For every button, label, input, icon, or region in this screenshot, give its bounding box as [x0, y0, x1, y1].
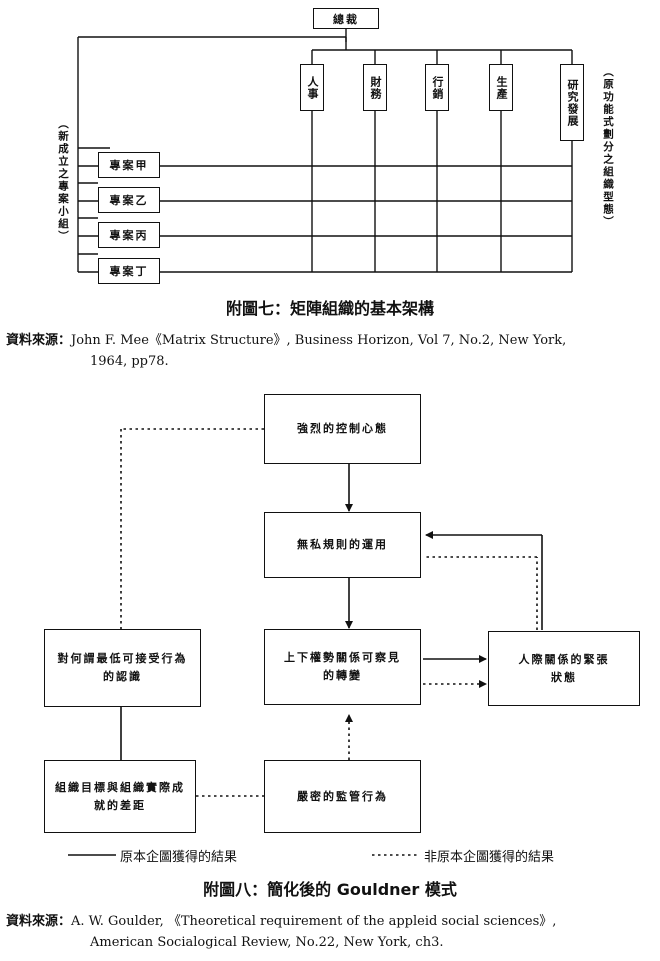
legend-dotted-label: 非原本企圖獲得的結果	[424, 850, 555, 865]
project-box-c: 專案丙	[98, 222, 160, 248]
figure8-source: 資料來源：A. W. Goulder, 《Theoretical require…	[6, 911, 656, 953]
legend-solid-label: 原本企圖獲得的結果	[120, 850, 238, 865]
function-box-production: 生產	[489, 64, 513, 111]
source-text-line1: John F. Mee《Matrix Structure》, Business …	[71, 333, 567, 348]
president-box: 總裁	[313, 8, 379, 29]
figure7-source: 資料來源：John F. Mee《Matrix Structure》, Busi…	[6, 330, 656, 372]
box-interpersonal-tension: 人際關係的緊張狀態	[488, 631, 640, 706]
project-box-d: 專案丁	[98, 258, 160, 284]
box-power-relation-visible: 上下權勢關係可察見的轉變	[264, 629, 421, 705]
source-text-line2: 1964, pp78.	[90, 354, 169, 369]
right-side-note: （原功能式劃分之組織型態）	[602, 66, 614, 229]
function-box-rnd: 研究發展	[560, 64, 584, 141]
box-goal-achievement-gap: 組織目標與組織實際成就的差距	[44, 760, 196, 833]
function-box-finance: 財務	[363, 64, 387, 111]
function-box-marketing: 行銷	[425, 64, 449, 111]
source-label: 資料來源：	[6, 914, 72, 929]
project-box-a: 專案甲	[98, 152, 160, 178]
function-box-hr: 人事	[300, 64, 324, 111]
figure8-caption: 附圖八：簡化後的 Gouldner 模式	[203, 880, 457, 899]
source-label: 資料來源：	[6, 333, 72, 348]
figure7-caption: 附圖七：矩陣組織的基本架構	[225, 299, 434, 318]
box-impersonal-rules: 無私規則的運用	[264, 512, 421, 578]
box-strong-control: 強烈的控制心態	[264, 394, 421, 464]
source-text-line2: American Socialogical Review, No.22, New…	[90, 935, 444, 950]
project-box-b: 專案乙	[98, 187, 160, 213]
source-text-line1: A. W. Goulder, 《Theoretical requirement …	[71, 914, 557, 929]
left-side-note: （新成立之專案小組）	[57, 118, 69, 243]
box-close-supervision: 嚴密的監管行為	[264, 760, 421, 833]
box-minimum-acceptable: 對何謂最低可接受行為的認識	[44, 629, 201, 707]
